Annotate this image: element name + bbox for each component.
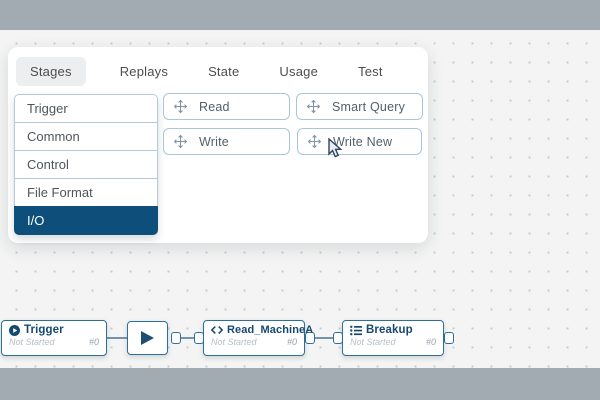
- category-list: Trigger Common Control File Format I/O: [14, 94, 158, 235]
- node-title: Breakup: [366, 324, 413, 336]
- list-icon: [350, 325, 362, 336]
- tab-usage[interactable]: Usage: [279, 64, 318, 79]
- mouse-cursor-icon: [328, 137, 343, 164]
- tab-test[interactable]: Test: [358, 64, 383, 79]
- port-breakup-output[interactable]: [444, 332, 454, 344]
- move-icon: [307, 134, 322, 149]
- tab-stages[interactable]: Stages: [16, 57, 86, 86]
- play-circle-icon: [9, 324, 20, 336]
- panel-tabs: Stages Replays State Usage Test: [16, 57, 389, 86]
- node-title: Trigger: [24, 324, 64, 336]
- stage-chip-label: Smart Query: [332, 99, 406, 114]
- stage-chip-label: Read: [199, 99, 230, 114]
- port-read-output[interactable]: [305, 332, 315, 344]
- tab-replays[interactable]: Replays: [119, 64, 169, 79]
- top-letterbox-bar: [0, 0, 600, 30]
- edge-trigger-run: [106, 337, 128, 339]
- node-count: #0: [88, 337, 99, 347]
- stage-chip-write[interactable]: Write: [163, 128, 290, 155]
- stage-chip-label: Write New: [333, 134, 393, 149]
- node-status: Not Started: [9, 337, 55, 347]
- stage-chip-label: Write: [199, 134, 229, 149]
- node-title: Read_MachineA: [227, 324, 314, 336]
- category-item-common[interactable]: Common: [14, 122, 158, 151]
- stage-chip-read[interactable]: Read: [163, 93, 290, 120]
- stage-chip-write-new[interactable]: Write New: [297, 128, 422, 155]
- edge-read-breakup: [314, 337, 334, 339]
- node-status: Not Started: [350, 337, 396, 347]
- node-status: Not Started: [211, 337, 257, 347]
- edge-run-read: [180, 337, 195, 339]
- move-icon: [173, 134, 188, 149]
- stages-panel: Stages Replays State Usage Test Trigger …: [8, 47, 428, 243]
- code-icon: [211, 325, 223, 335]
- node-trigger[interactable]: Trigger Not Started #0: [1, 320, 107, 356]
- play-icon: [140, 330, 155, 346]
- node-count: #0: [425, 337, 436, 347]
- port-run-output[interactable]: [171, 332, 181, 344]
- move-icon: [306, 99, 321, 114]
- category-item-file-format[interactable]: File Format: [14, 178, 158, 207]
- node-run[interactable]: [127, 321, 168, 355]
- bottom-letterbox-bar: [0, 368, 600, 400]
- tab-state[interactable]: State: [208, 64, 240, 79]
- stage-chip-smart-query[interactable]: Smart Query: [296, 93, 423, 120]
- node-breakup[interactable]: Breakup Not Started #0: [342, 320, 444, 356]
- category-item-io[interactable]: I/O: [14, 206, 158, 235]
- move-icon: [173, 99, 188, 114]
- category-item-trigger[interactable]: Trigger: [14, 94, 158, 123]
- node-count: #0: [286, 337, 297, 347]
- node-read-machinea[interactable]: Read_MachineA Not Started #0: [203, 320, 313, 356]
- category-item-control[interactable]: Control: [14, 150, 158, 179]
